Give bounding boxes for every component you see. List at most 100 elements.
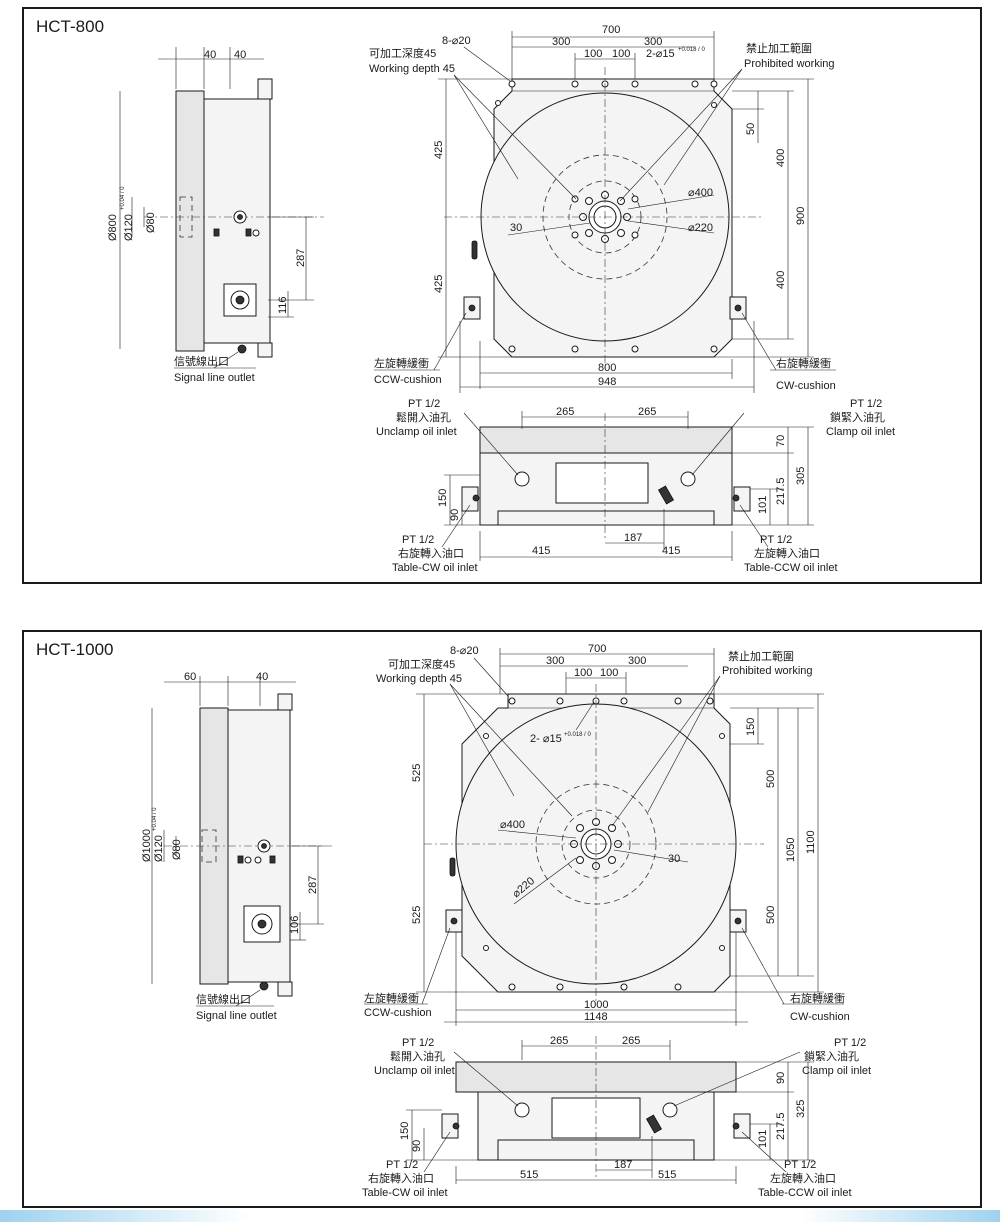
clamp-pt: PT 1/2 — [850, 398, 882, 410]
unclamp-port — [514, 1102, 530, 1118]
clamp-cn: 鎖緊入油孔 — [804, 1049, 859, 1063]
clamp-port — [662, 1102, 678, 1118]
base-mount-holes — [495, 80, 718, 353]
front-dim-415-left: 415 — [532, 545, 550, 557]
side-dim-bore-tol: +0.04 / 0 — [152, 807, 158, 831]
top-dim-425-lower: 425 — [433, 275, 445, 293]
clamp-pt: PT 1/2 — [834, 1037, 866, 1049]
top-dim-400-upper: 400 — [775, 149, 787, 167]
front-dim-150: 150 — [437, 489, 449, 507]
unclamp-cn: 鬆開入油孔 — [390, 1049, 445, 1063]
side-bottom-lug — [277, 981, 293, 997]
side-key-left — [213, 228, 220, 237]
front-dim-187: 187 — [614, 1159, 632, 1171]
clamp-en: Clamp oil inlet — [802, 1065, 871, 1077]
front-view: 265 265 PT 1/2 鬆開入油孔 Unclamp oil inlet P… — [376, 398, 895, 574]
top-dim-900: 900 — [795, 207, 807, 225]
ccw-cushion-en: CCW-cushion — [364, 1007, 432, 1019]
side-dim-top-2: 40 — [234, 49, 246, 61]
model-title: HCT-800 — [36, 17, 105, 36]
side-view: 40 40 Ø800 Ø120 +0.04 / 0 Ø80 287 116 信號… — [107, 47, 324, 384]
front-dim-265-right: 265 — [638, 406, 656, 418]
side-dim-top-1: 60 — [184, 671, 196, 683]
front-dim-101: 101 — [757, 496, 769, 514]
bolt-circle-holes — [570, 818, 622, 870]
ccw-cushion-en: CCW-cushion — [374, 374, 442, 386]
working-depth-en: Working depth 45 — [369, 63, 455, 75]
unclamp-cn: 鬆開入油孔 — [396, 410, 451, 424]
footer-band — [0, 1210, 1000, 1222]
top-dim-300-right: 300 — [644, 36, 662, 48]
ccw-cushion-cn: 左旋轉緩衝 — [374, 356, 429, 370]
front-dim-325: 325 — [795, 1100, 807, 1118]
hct-1000-drawing: 60 40 Ø1000 Ø120 +0.04 / 0 Ø80 287 106 信… — [141, 643, 871, 1199]
signal-outlet-cn: 信號線出口 — [196, 992, 251, 1006]
front-lever — [645, 1114, 663, 1134]
front-dim-515-right: 515 — [658, 1169, 676, 1181]
side-top-lug — [257, 78, 273, 100]
top-dim-500-lower: 500 — [765, 906, 777, 924]
top-dim-948: 948 — [598, 376, 616, 388]
side-dim-dia-outer: Ø1000 — [141, 829, 153, 862]
side-dim-dia-bore: Ø120 — [153, 835, 165, 862]
pin-holes-tol: +0.018 / 0 — [678, 47, 706, 53]
side-dim-dia-bore: Ø120 — [123, 214, 135, 241]
side-key-right — [245, 228, 252, 237]
front-dim-217-5: 217.5 — [775, 477, 787, 505]
top-view: 700 300 300 100 100 2- ⌀15 +0.018 / 0 8-… — [364, 643, 850, 1026]
unclamp-pt: PT 1/2 — [402, 1037, 434, 1049]
signal-outlet-en: Signal line outlet — [196, 1010, 277, 1022]
side-top-lug — [277, 693, 293, 711]
pin-holes-label: 2- ⌀15 — [530, 733, 562, 745]
table-cw-cn: 右旋轉入油口 — [368, 1171, 434, 1185]
front-lever — [657, 485, 675, 505]
front-dim-101: 101 — [757, 1130, 769, 1148]
cw-cushion-en: CW-cushion — [790, 1011, 850, 1023]
table-ccw-cn: 左旋轉入油口 — [754, 546, 820, 560]
top-dim-700: 700 — [602, 24, 620, 36]
unclamp-port — [514, 471, 530, 487]
front-dim-415-right: 415 — [662, 545, 680, 557]
table-ccw-en: Table-CCW oil inlet — [744, 562, 838, 574]
front-dim-90-right: 90 — [775, 1072, 787, 1084]
clamp-en: Clamp oil inlet — [826, 426, 895, 438]
front-dim-305: 305 — [795, 467, 807, 485]
front-dim-515-left: 515 — [520, 1169, 538, 1181]
working-depth-en: Working depth 45 — [376, 673, 462, 685]
signal-line-outlet-fitting — [259, 981, 269, 991]
pin-holes-label: 2-⌀15 — [646, 48, 675, 60]
side-bolt — [252, 229, 260, 237]
table-cw-en: Table-CW oil inlet — [392, 562, 478, 574]
side-dim-top-1: 40 — [204, 49, 216, 61]
locator-pin — [471, 240, 478, 260]
front-dim-187: 187 — [624, 532, 642, 544]
unclamp-pt: PT 1/2 — [408, 398, 440, 410]
top-dim-1100: 1100 — [805, 830, 817, 854]
side-dim-height-116: 116 — [277, 296, 289, 314]
top-dim-100-left: 100 — [574, 667, 592, 679]
top-dim-1050: 1050 — [785, 838, 797, 862]
prohibited-cn: 禁止加工範圍 — [728, 649, 794, 663]
top-dim-300-left: 300 — [552, 36, 570, 48]
table-cw-pt: PT 1/2 — [402, 534, 434, 546]
top-dim-525-upper: 525 — [411, 764, 423, 782]
clamp-port — [680, 471, 696, 487]
table-ccw-en: Table-CCW oil inlet — [758, 1187, 852, 1199]
table-cw-pt: PT 1/2 — [386, 1159, 418, 1171]
cw-cushion-cn: 右旋轉緩衝 — [776, 356, 831, 370]
front-dim-70: 70 — [775, 435, 787, 447]
front-base — [497, 510, 715, 526]
table-cw-cn: 右旋轉入油口 — [398, 546, 464, 560]
prohibited-en: Prohibited working — [744, 58, 835, 70]
top-view: 700 300 300 100 100 2-⌀15 +0.018 / 0 8-⌀… — [369, 24, 836, 393]
drawing-panel-hct-800: HCT-800 40 40 — [22, 7, 982, 584]
front-dim-265-left: 265 — [556, 406, 574, 418]
top-dim-1148: 1148 — [584, 1011, 608, 1023]
top-dim-800: 800 — [598, 362, 616, 374]
signal-connector-core — [235, 295, 245, 305]
signal-line-outlet-fitting — [237, 344, 247, 354]
side-dim-bore-tol: +0.04 / 0 — [120, 186, 126, 210]
side-dim-dia-outer: Ø800 — [107, 214, 119, 241]
front-dim-265-right: 265 — [622, 1035, 640, 1047]
side-port-core — [237, 214, 243, 220]
